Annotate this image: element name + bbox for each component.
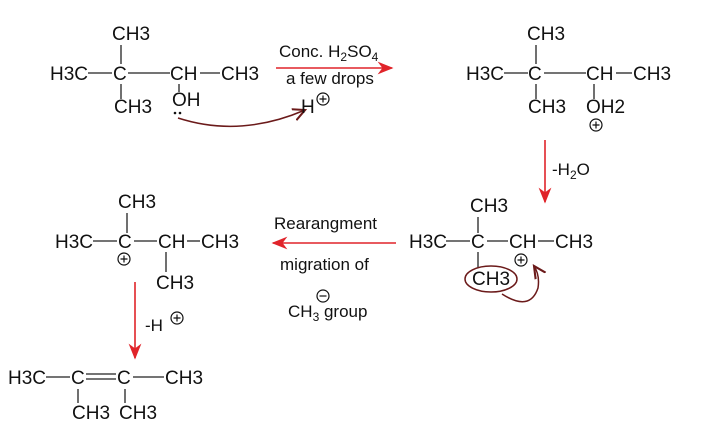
plus-charge-icon <box>514 253 528 267</box>
plus-charge-icon <box>117 252 131 266</box>
migrating-group-circle <box>464 265 518 293</box>
condition-label: a few drops <box>286 69 374 88</box>
molecule-1-alcohol: CH3 H3C C CH CH3 CH3 OH <box>50 24 305 128</box>
atom-label: C <box>71 368 85 389</box>
atom-label: CH <box>170 64 197 85</box>
atom-label: CH3 <box>156 273 194 294</box>
atom-label: CH3 <box>201 232 239 253</box>
atom-label: C <box>471 232 485 253</box>
atom-label: OH <box>172 90 201 111</box>
plus-charge-icon <box>316 92 330 106</box>
molecule-5-alkene-product: H3C C C CH3 CH3 CH3 <box>8 368 203 424</box>
atom-label: H3C <box>8 368 46 389</box>
molecule-4-tertiary-carbocation: CH3 H3C C CH CH3 CH3 <box>55 192 239 294</box>
atom-label: CH <box>509 232 536 253</box>
plus-charge-icon <box>170 311 184 325</box>
plus-sign <box>319 95 327 103</box>
atom-label: H3C <box>409 232 447 253</box>
step-1-protonation: Conc. H2SO4 a few drops H <box>276 42 394 118</box>
step-2-dehydration: -H2O <box>538 140 590 204</box>
atom-label: CH3 <box>555 232 593 253</box>
atom-label: C <box>118 232 132 253</box>
reagent-label: Conc. H2SO4 <box>279 42 379 64</box>
step-4-deprotonation: -H <box>128 282 184 360</box>
proton-label: H <box>301 97 315 118</box>
atom-label: CH3 <box>527 24 565 45</box>
atom-label: C <box>113 64 127 85</box>
atom-label: CH3 <box>528 97 566 118</box>
molecule-3-secondary-carbocation: CH3 H3C C CH CH3 CH3 <box>409 196 593 303</box>
atom-label: CH3 <box>472 269 510 290</box>
atom-label: CH3 <box>165 368 203 389</box>
step-label: -H2O <box>552 160 590 182</box>
minus-charge-icon <box>316 289 330 303</box>
step-label: -H <box>145 316 163 335</box>
plus-sign <box>173 314 181 322</box>
lone-pair-dot <box>178 111 182 115</box>
atom-label: CH <box>158 232 185 253</box>
step-label: migration of <box>280 255 369 274</box>
step-3-rearrangement: Rearangment migration of CH3 group <box>271 214 396 324</box>
atom-label: CH3 <box>470 196 508 217</box>
atom-label: CH <box>586 64 613 85</box>
methyl-shift-arrow <box>501 266 539 303</box>
atom-label: CH3 <box>119 403 157 424</box>
plus-sign <box>592 121 600 129</box>
atom-label: H3C <box>466 64 504 85</box>
step-label: Rearangment <box>274 214 377 233</box>
atom-label: CH3 <box>114 97 152 118</box>
plus-sign <box>517 256 525 264</box>
step-label: CH3 group <box>288 302 367 324</box>
atom-label: OH2 <box>586 97 625 118</box>
atom-label: CH3 <box>72 403 110 424</box>
atom-label: H3C <box>50 64 88 85</box>
plus-sign <box>120 255 128 263</box>
atom-label: C <box>117 368 131 389</box>
molecule-2-oxonium: CH3 H3C C CH CH3 CH3 OH2 <box>466 24 671 132</box>
plus-charge-icon <box>589 118 603 132</box>
electron-push-arrow <box>177 110 305 128</box>
lone-pair-dot <box>173 111 177 115</box>
atom-label: CH3 <box>118 192 156 213</box>
atom-label: CH3 <box>221 64 259 85</box>
atom-label: C <box>528 64 542 85</box>
atom-label: CH3 <box>633 64 671 85</box>
atom-label: H3C <box>55 232 93 253</box>
atom-label: CH3 <box>112 24 150 45</box>
